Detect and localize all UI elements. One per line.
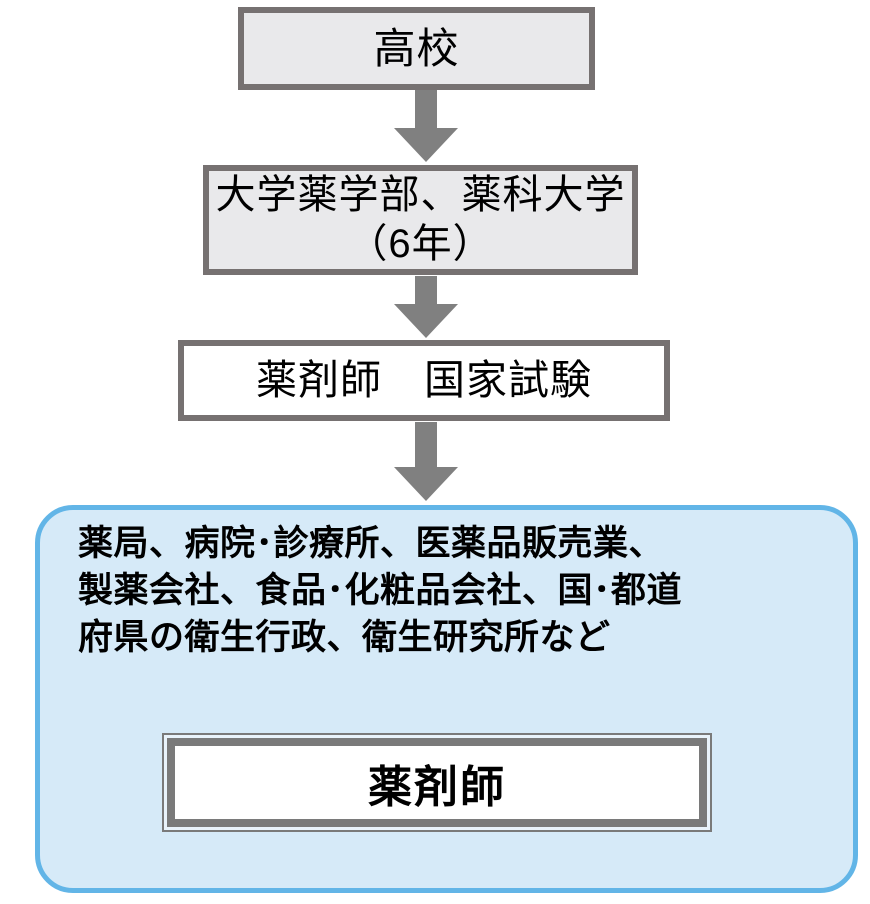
node-pharmacist: 薬剤師	[162, 733, 712, 832]
down-arrow-icon-2	[394, 276, 458, 338]
node-highschool-label: 高校	[373, 24, 460, 72]
node-pharmacist-label: 薬剤師	[368, 762, 506, 812]
arrow-head	[394, 128, 458, 162]
workplaces-line1: 薬局、病院･診療所、医薬品販売業、	[78, 524, 665, 563]
node-university: 大学薬学部、薬科大学 （6年）	[203, 165, 638, 275]
workplaces-panel: 薬局、病院･診療所、医薬品販売業、 製薬会社、食品･化粧品会社、国･都道 府県の…	[35, 505, 858, 893]
arrow-stem	[415, 276, 437, 304]
down-arrow-icon-1	[394, 90, 458, 162]
down-arrow-icon-3	[394, 422, 458, 501]
node-national-exam-label: 薬剤師 国家試験	[256, 357, 592, 404]
node-highschool: 高校	[238, 7, 595, 90]
workplaces-text: 薬局、病院･診療所、医薬品販売業、 製薬会社、食品･化粧品会社、国･都道 府県の…	[78, 520, 833, 661]
arrow-head	[394, 304, 458, 338]
arrow-head	[394, 467, 458, 501]
node-national-exam: 薬剤師 国家試験	[178, 340, 670, 421]
workplaces-line3: 府県の衛生行政、衛生研究所など	[78, 618, 611, 657]
arrow-stem	[415, 90, 437, 128]
arrow-stem	[415, 422, 437, 467]
workplaces-line2: 製薬会社、食品･化粧品会社、国･都道	[78, 571, 683, 610]
node-university-line1: 大学薬学部、薬科大学	[215, 173, 626, 218]
node-pharmacist-inner: 薬剤師	[167, 738, 707, 827]
node-university-line2: （6年）	[347, 222, 494, 266]
